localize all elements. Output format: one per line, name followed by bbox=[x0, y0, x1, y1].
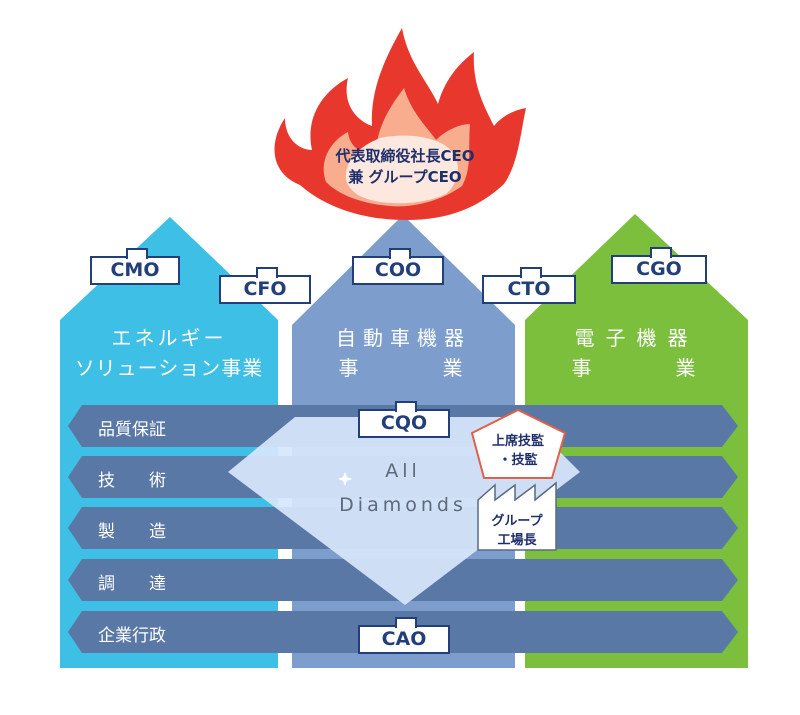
division-energy-line2: ソリューション事業 bbox=[74, 356, 264, 380]
officer-cgo-label: CGO bbox=[611, 247, 707, 284]
officer-cao-text: CAO bbox=[381, 628, 427, 650]
officer-cqo-tab bbox=[395, 401, 417, 412]
division-electronics-line1: 電子機器 bbox=[574, 326, 699, 350]
division-auto-line1: 自動車機器 bbox=[336, 326, 471, 350]
flame-icon bbox=[274, 28, 526, 220]
ceo-title: 代表取締役社長CEO bbox=[335, 147, 475, 165]
diamond-label-line2: Diamonds bbox=[339, 494, 467, 516]
officer-cgo-text: CGO bbox=[636, 258, 682, 280]
officer-cfo-label: CFO bbox=[219, 267, 311, 304]
function-label-manufacturing: 製 造 bbox=[98, 522, 166, 542]
officer-cao-label: CAO bbox=[358, 617, 450, 654]
inspector-label-line1: 上席技監 bbox=[491, 434, 544, 449]
officer-cfo-tab bbox=[256, 267, 278, 278]
function-label-administration: 企業行政 bbox=[98, 626, 166, 646]
function-label-procurement: 調 達 bbox=[98, 574, 166, 594]
officer-cto-text: CTO bbox=[507, 278, 551, 300]
officer-cqo-label: CQO bbox=[358, 401, 450, 438]
division-energy-line1: エネルギー bbox=[111, 326, 227, 350]
officer-cfo-text: CFO bbox=[243, 278, 287, 300]
officer-cto-label: CTO bbox=[482, 267, 576, 304]
division-electronics-line2: 事 業 bbox=[571, 356, 702, 380]
diamond-label-line1: All bbox=[385, 460, 421, 482]
function-label-quality: 品質保証 bbox=[98, 420, 166, 440]
officer-cmo-tab bbox=[126, 248, 148, 259]
officer-cmo-text: CMO bbox=[110, 259, 160, 281]
officer-coo-text: COO bbox=[374, 259, 422, 281]
officer-cto-tab bbox=[520, 267, 542, 278]
group-ceo-title: 兼 グループCEO bbox=[348, 168, 462, 186]
officer-cqo-text: CQO bbox=[380, 412, 428, 434]
inspector-pentagon bbox=[470, 408, 567, 479]
sparkle-icon bbox=[338, 472, 352, 486]
officer-cmo-label: CMO bbox=[90, 248, 180, 285]
officer-coo-tab bbox=[389, 248, 411, 259]
factory-icon bbox=[477, 481, 557, 551]
inspector-label-line2: ・技監 bbox=[498, 453, 538, 468]
factory-label-line1: グループ bbox=[491, 514, 543, 529]
function-label-engineering: 技 術 bbox=[98, 471, 166, 491]
division-auto-line2: 事 業 bbox=[338, 356, 469, 380]
officer-coo-label: COO bbox=[352, 248, 444, 285]
officer-cao-tab bbox=[395, 617, 417, 628]
officer-cgo-tab bbox=[650, 247, 672, 258]
factory-label-line2: 工場長 bbox=[497, 533, 537, 548]
